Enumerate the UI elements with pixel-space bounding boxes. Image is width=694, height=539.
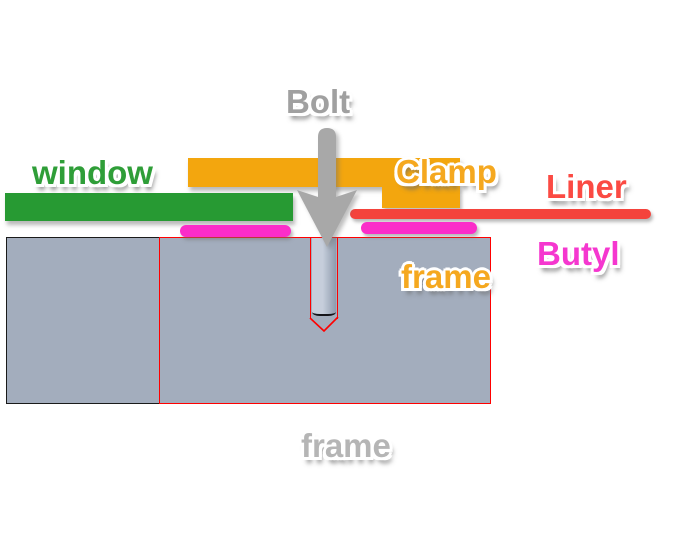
- frame-left-section: [6, 237, 160, 404]
- window-label: window: [32, 154, 153, 191]
- bolt-label: Bolt: [286, 83, 351, 120]
- butyl-strip-right: [361, 222, 477, 234]
- liner-label: Liner: [546, 168, 627, 205]
- butyl-label: Butyl: [537, 235, 620, 272]
- clamp-frame-step-bar: [382, 187, 460, 208]
- bolt-cylinder: [312, 238, 336, 316]
- butyl-strip-left: [180, 225, 291, 237]
- clamp-frame-label-line2: frame: [401, 258, 491, 295]
- clamp-frame-label: Clamp frame: [396, 84, 497, 364]
- frame-label: frame: [301, 427, 391, 464]
- clamp-frame-label-line1: Clamp: [396, 153, 497, 190]
- bolt-hole-outline: [310, 237, 338, 319]
- liner-strip: [350, 209, 651, 219]
- window-pane-bar: [5, 193, 293, 221]
